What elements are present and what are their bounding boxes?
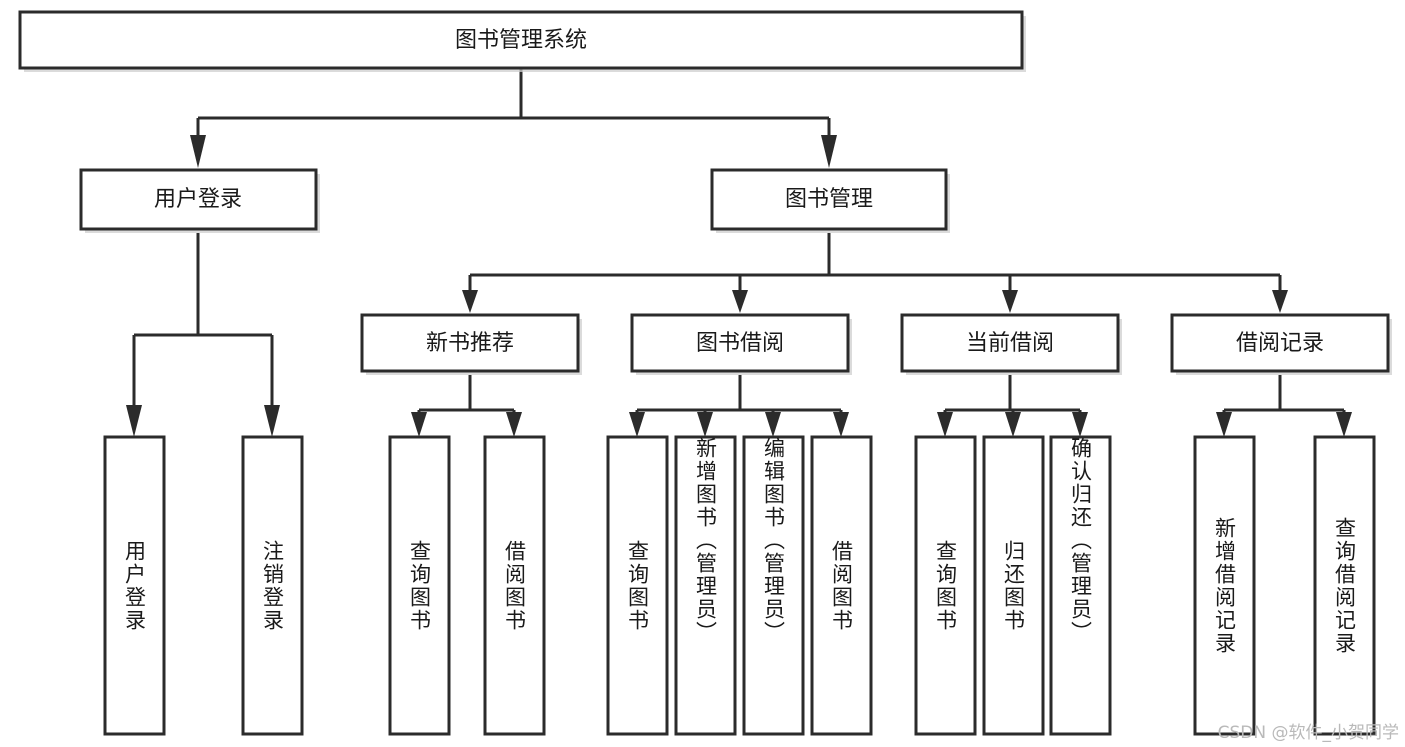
leaf-box-new-book-2[interactable] [483,435,546,736]
arrow-root-to-user-login [190,135,206,168]
book-management-label: 图书管理 [785,187,873,212]
new-book-recommend-label: 新书推荐 [426,331,514,356]
node-current-borrow[interactable]: 当前借阅 [900,313,1122,375]
user-login-box[interactable] [79,168,318,231]
arrow-user-login-leaf-1 [126,405,142,437]
arrow-to-book-borrow [732,290,748,313]
book-borrow-label: 图书借阅 [696,331,784,356]
leaf-box-borrow-record-1[interactable] [1193,435,1256,736]
leaf-box-book-borrow-1[interactable] [606,435,669,736]
root-box[interactable] [18,10,1024,70]
arrow-user-login-leaf-2 [264,405,280,437]
borrow-record-box[interactable] [1170,313,1390,373]
arrow-book-borrow-leaf-3 [765,412,781,437]
arrow-book-borrow-leaf-2 [697,412,713,437]
arrow-current-borrow-leaf-3 [1072,412,1088,437]
leaf-box-book-borrow-2[interactable] [674,435,737,736]
arrow-new-book-leaf-1 [411,412,427,437]
root-label: 图书管理系统 [455,28,587,53]
node-book-management[interactable]: 图书管理 [710,168,950,233]
arrow-to-current-borrow [1002,290,1018,313]
arrow-borrow-record-leaf-2 [1336,412,1352,437]
leaf-box-book-borrow-3[interactable] [742,435,805,736]
leaf-box-user-login-2[interactable] [241,435,304,736]
node-borrow-record[interactable]: 借阅记录 [1170,313,1392,375]
leaf-box-current-borrow-2[interactable] [982,435,1045,736]
arrow-to-new-book-recommend [462,290,478,313]
leaf-box-book-borrow-4[interactable] [810,435,873,736]
new-book-recommend-box[interactable] [360,313,580,373]
current-borrow-label: 当前借阅 [966,331,1054,356]
arrow-to-borrow-record [1272,290,1288,313]
arrow-root-to-book-mgmt [821,135,837,168]
arrow-current-borrow-leaf-2 [1005,412,1021,437]
leaf-box-user-login-1[interactable] [103,435,166,736]
arrow-new-book-leaf-2 [506,412,522,437]
leaf-box-borrow-record-2[interactable] [1313,435,1376,736]
leaf-box-new-book-1[interactable] [388,435,451,736]
node-new-book-recommend[interactable]: 新书推荐 [360,313,582,375]
user-login-label: 用户登录 [154,187,242,212]
leaf-box-current-borrow-1[interactable] [914,435,977,736]
node-root[interactable]: 图书管理系统 [18,10,1026,72]
borrow-record-label: 借阅记录 [1236,331,1324,356]
arrow-current-borrow-leaf-1 [937,412,953,437]
arrow-book-borrow-leaf-4 [833,412,849,437]
connectors-group [126,68,1352,437]
leaf-box-current-borrow-3[interactable] [1049,435,1112,736]
arrow-book-borrow-leaf-1 [629,412,645,437]
node-book-borrow[interactable]: 图书借阅 [630,313,852,375]
book-borrow-box[interactable] [630,313,850,373]
current-borrow-box[interactable] [900,313,1120,373]
book-management-box[interactable] [710,168,948,231]
arrow-borrow-record-leaf-1 [1216,412,1232,437]
node-user-login[interactable]: 用户登录 [79,168,320,233]
watermark-label: CSDN @软件_小贺同学 [1217,723,1399,743]
